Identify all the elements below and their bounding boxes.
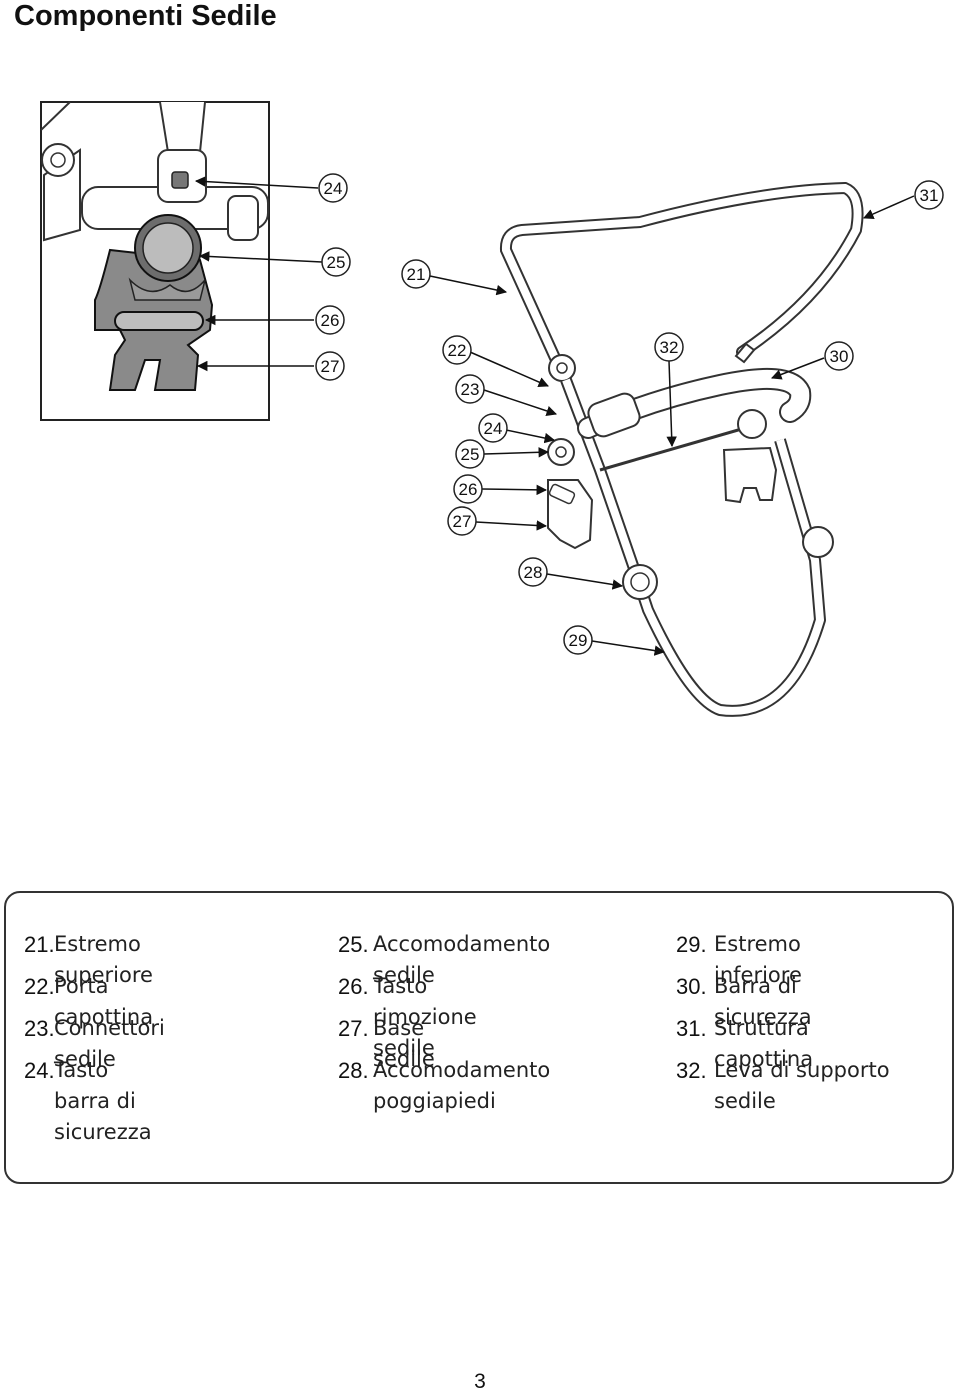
inset-callout-24: 24 — [194, 173, 348, 203]
svg-text:31: 31 — [920, 186, 939, 205]
legend-item: 31. Struttura capottina — [676, 1013, 813, 1075]
seat-frame-drawing — [499, 181, 864, 717]
legend-item-label: Struttura capottina — [714, 1016, 814, 1071]
legend-item: 21. Estremo superiore — [24, 929, 153, 991]
svg-text:25: 25 — [327, 253, 346, 272]
legend-item-number: 31. — [676, 1016, 707, 1041]
legend-item-number: 30. — [676, 974, 707, 999]
legend-item: 22. Porta capottina — [24, 971, 153, 1033]
callout-28: 28 — [518, 557, 624, 590]
callout-29: 29 — [563, 625, 666, 656]
svg-text:32: 32 — [660, 338, 679, 357]
callout-22: 22 — [442, 335, 549, 388]
callout-26: 26 — [453, 474, 548, 504]
svg-text:24: 24 — [484, 419, 503, 438]
svg-text:21: 21 — [407, 265, 426, 284]
legend-item-label: Porta capottina — [54, 974, 154, 1029]
legend-item: 28. Accomodamento poggiapiedi — [338, 1055, 598, 1117]
legend-item-number: 24. — [24, 1058, 55, 1083]
callout-21: 21 — [401, 259, 508, 296]
callout-23: 23 — [455, 374, 557, 416]
callout-30: 30 — [771, 341, 854, 380]
detail-inset — [40, 101, 270, 421]
callout-27: 27 — [447, 506, 548, 536]
svg-text:23: 23 — [461, 380, 480, 399]
parts-legend: 21. Estremo superiore 22. Porta capottin… — [4, 891, 954, 1184]
legend-item-label: Leva di supporto sedile — [714, 1058, 890, 1113]
page-number: 3 — [474, 1370, 486, 1393]
callout-25: 25 — [455, 439, 550, 469]
legend-item-number: 29. — [676, 932, 707, 957]
legend-item-label: Tasto barra di sicurezza — [54, 1058, 152, 1144]
legend-item-label: Estremo superiore — [54, 932, 153, 987]
svg-text:25: 25 — [461, 445, 480, 464]
seat-components-illustration: 24 25 26 27 — [40, 101, 944, 717]
legend-item: 23. Connettori sedile — [24, 1013, 165, 1075]
svg-text:27: 27 — [321, 357, 340, 376]
legend-item: 27. Base sedile — [338, 1013, 435, 1075]
svg-text:24: 24 — [324, 179, 343, 198]
legend-item: 29. Estremo inferiore — [676, 929, 802, 991]
page-title: Componenti Sedile — [14, 0, 277, 32]
legend-item-label: Connettori sedile — [54, 1016, 165, 1071]
legend-item: 24. Tasto barra di sicurezza — [24, 1055, 152, 1148]
svg-text:29: 29 — [569, 631, 588, 650]
inset-callout-25: 25 — [198, 247, 351, 277]
legend-item-label: Barra di sicurezza — [714, 974, 812, 1029]
legend-item-number: 25. — [338, 932, 369, 957]
legend-item: 25. Accomodamento sedile — [338, 929, 550, 991]
callout-24: 24 — [478, 413, 556, 444]
legend-item-number: 28. — [338, 1058, 369, 1083]
legend-item-number: 32. — [676, 1058, 707, 1083]
legend-item-label: Accomodamento sedile — [373, 932, 551, 987]
svg-text:30: 30 — [830, 347, 849, 366]
legend-item: 32. Leva di supporto sedile — [676, 1055, 936, 1117]
legend-item-label: Base sedile — [373, 1016, 435, 1071]
svg-text:22: 22 — [448, 341, 467, 360]
legend-item-number: 22. — [24, 974, 55, 999]
callout-32: 32 — [654, 332, 684, 448]
svg-text:26: 26 — [459, 480, 478, 499]
svg-text:27: 27 — [453, 512, 472, 531]
legend-item-number: 21. — [24, 932, 55, 957]
inset-callout-26: 26 — [204, 305, 345, 335]
legend-item: 26. Tasto rimozione sedile — [338, 971, 477, 1064]
legend-item-label: Estremo inferiore — [714, 932, 802, 987]
callout-31: 31 — [863, 180, 944, 219]
legend-item-number: 23. — [24, 1016, 55, 1041]
legend-item-number: 26. — [338, 974, 369, 999]
legend-item-label: Accomodamento poggiapiedi — [373, 1058, 551, 1113]
svg-text:26: 26 — [321, 311, 340, 330]
inset-callout-27: 27 — [196, 351, 345, 381]
legend-item-label: Tasto rimozione sedile — [373, 974, 477, 1060]
legend-item-number: 27. — [338, 1016, 369, 1041]
svg-text:28: 28 — [524, 563, 543, 582]
legend-item: 30. Barra di sicurezza — [676, 971, 812, 1033]
